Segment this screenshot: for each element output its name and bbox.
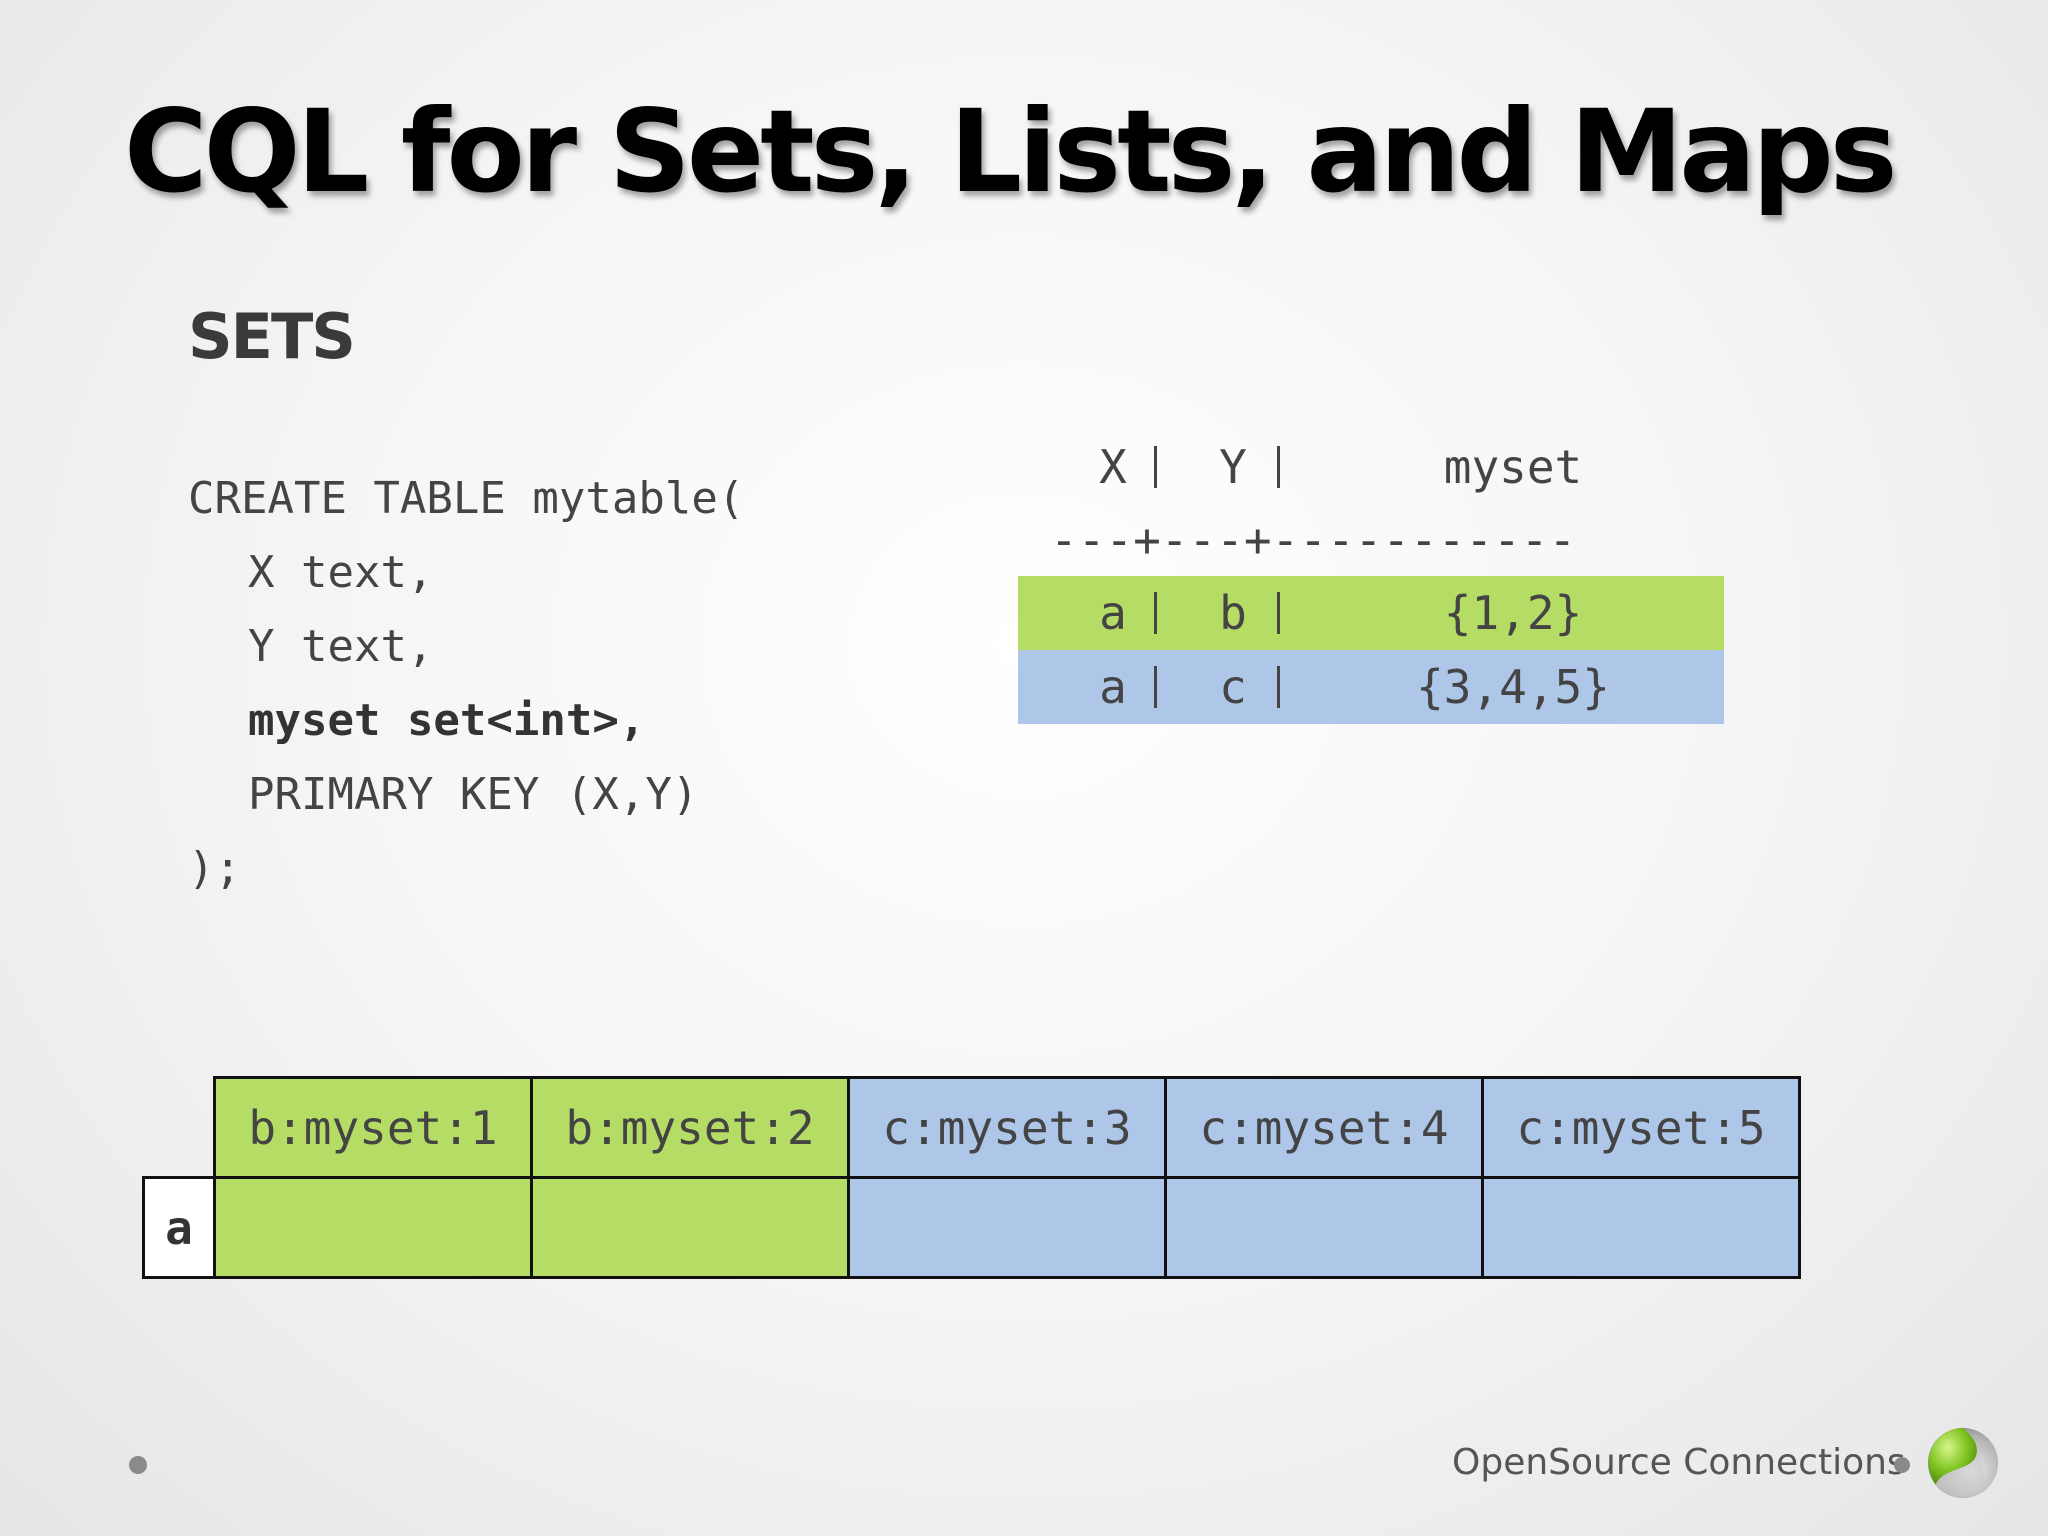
code-line-myset: myset set<int>, <box>248 695 646 746</box>
result-cell-y: c <box>1219 660 1247 714</box>
result-header-y: Y <box>1219 440 1247 494</box>
code-line: Y text, <box>248 621 434 672</box>
column-separator <box>1277 592 1280 634</box>
slide-bullet-dot <box>129 1456 147 1474</box>
result-cell-x: a <box>1099 660 1127 714</box>
column-separator <box>1154 446 1157 488</box>
column-separator <box>1277 446 1280 488</box>
brand-name: OpenSource Connections <box>1452 1442 1906 1483</box>
storage-cell <box>847 1176 1167 1279</box>
storage-corner <box>144 1078 215 1178</box>
storage-column-header: c:myset:3 <box>847 1076 1167 1179</box>
query-result-table: X Y myset ---+---+----------- a b {1,2} … <box>1018 430 1724 724</box>
create-table-code: CREATE TABLE mytable( X text, Y text, my… <box>188 462 744 906</box>
column-separator <box>1154 592 1157 634</box>
storage-header-row: b:myset:1 b:myset:2 c:myset:3 c:myset:4 … <box>144 1076 1801 1179</box>
storage-column-header: c:myset:4 <box>1164 1076 1484 1179</box>
result-header-x: X <box>1099 440 1127 494</box>
storage-cell <box>1481 1176 1801 1279</box>
storage-column-header: b:myset:2 <box>530 1076 850 1179</box>
code-line: ); <box>188 843 241 894</box>
storage-column-header: c:myset:5 <box>1481 1076 1801 1179</box>
column-separator <box>1277 666 1280 708</box>
brand-dot <box>1894 1457 1910 1473</box>
storage-cell <box>1164 1176 1484 1279</box>
storage-row-key: a <box>142 1176 216 1279</box>
result-cell-x: a <box>1099 586 1127 640</box>
result-row: a b {1,2} <box>1018 576 1724 650</box>
result-header-myset: myset <box>1443 440 1583 494</box>
code-line: CREATE TABLE mytable( <box>188 473 745 524</box>
storage-layout-table: b:myset:1 b:myset:2 c:myset:3 c:myset:4 … <box>142 1076 1801 1279</box>
section-label: SETS <box>188 300 356 373</box>
code-line: PRIMARY KEY (X,Y) <box>248 769 699 820</box>
storage-cell <box>530 1176 850 1279</box>
result-cell-myset: {1,2} <box>1443 586 1583 640</box>
result-header-row: X Y myset <box>1018 430 1724 504</box>
slide-title: CQL for Sets, Lists, and Maps <box>124 85 1898 218</box>
column-separator <box>1154 666 1157 708</box>
opensource-connections-logo-icon <box>1927 1427 1999 1499</box>
storage-cell <box>213 1176 533 1279</box>
result-row: a c {3,4,5} <box>1018 650 1724 724</box>
storage-data-row: a <box>142 1176 1801 1279</box>
storage-column-header: b:myset:1 <box>213 1076 533 1179</box>
result-cell-myset: {3,4,5} <box>1416 660 1610 714</box>
code-line: X text, <box>248 547 434 598</box>
result-cell-y: b <box>1219 586 1247 640</box>
result-divider: ---+---+----------- <box>1050 513 1577 567</box>
